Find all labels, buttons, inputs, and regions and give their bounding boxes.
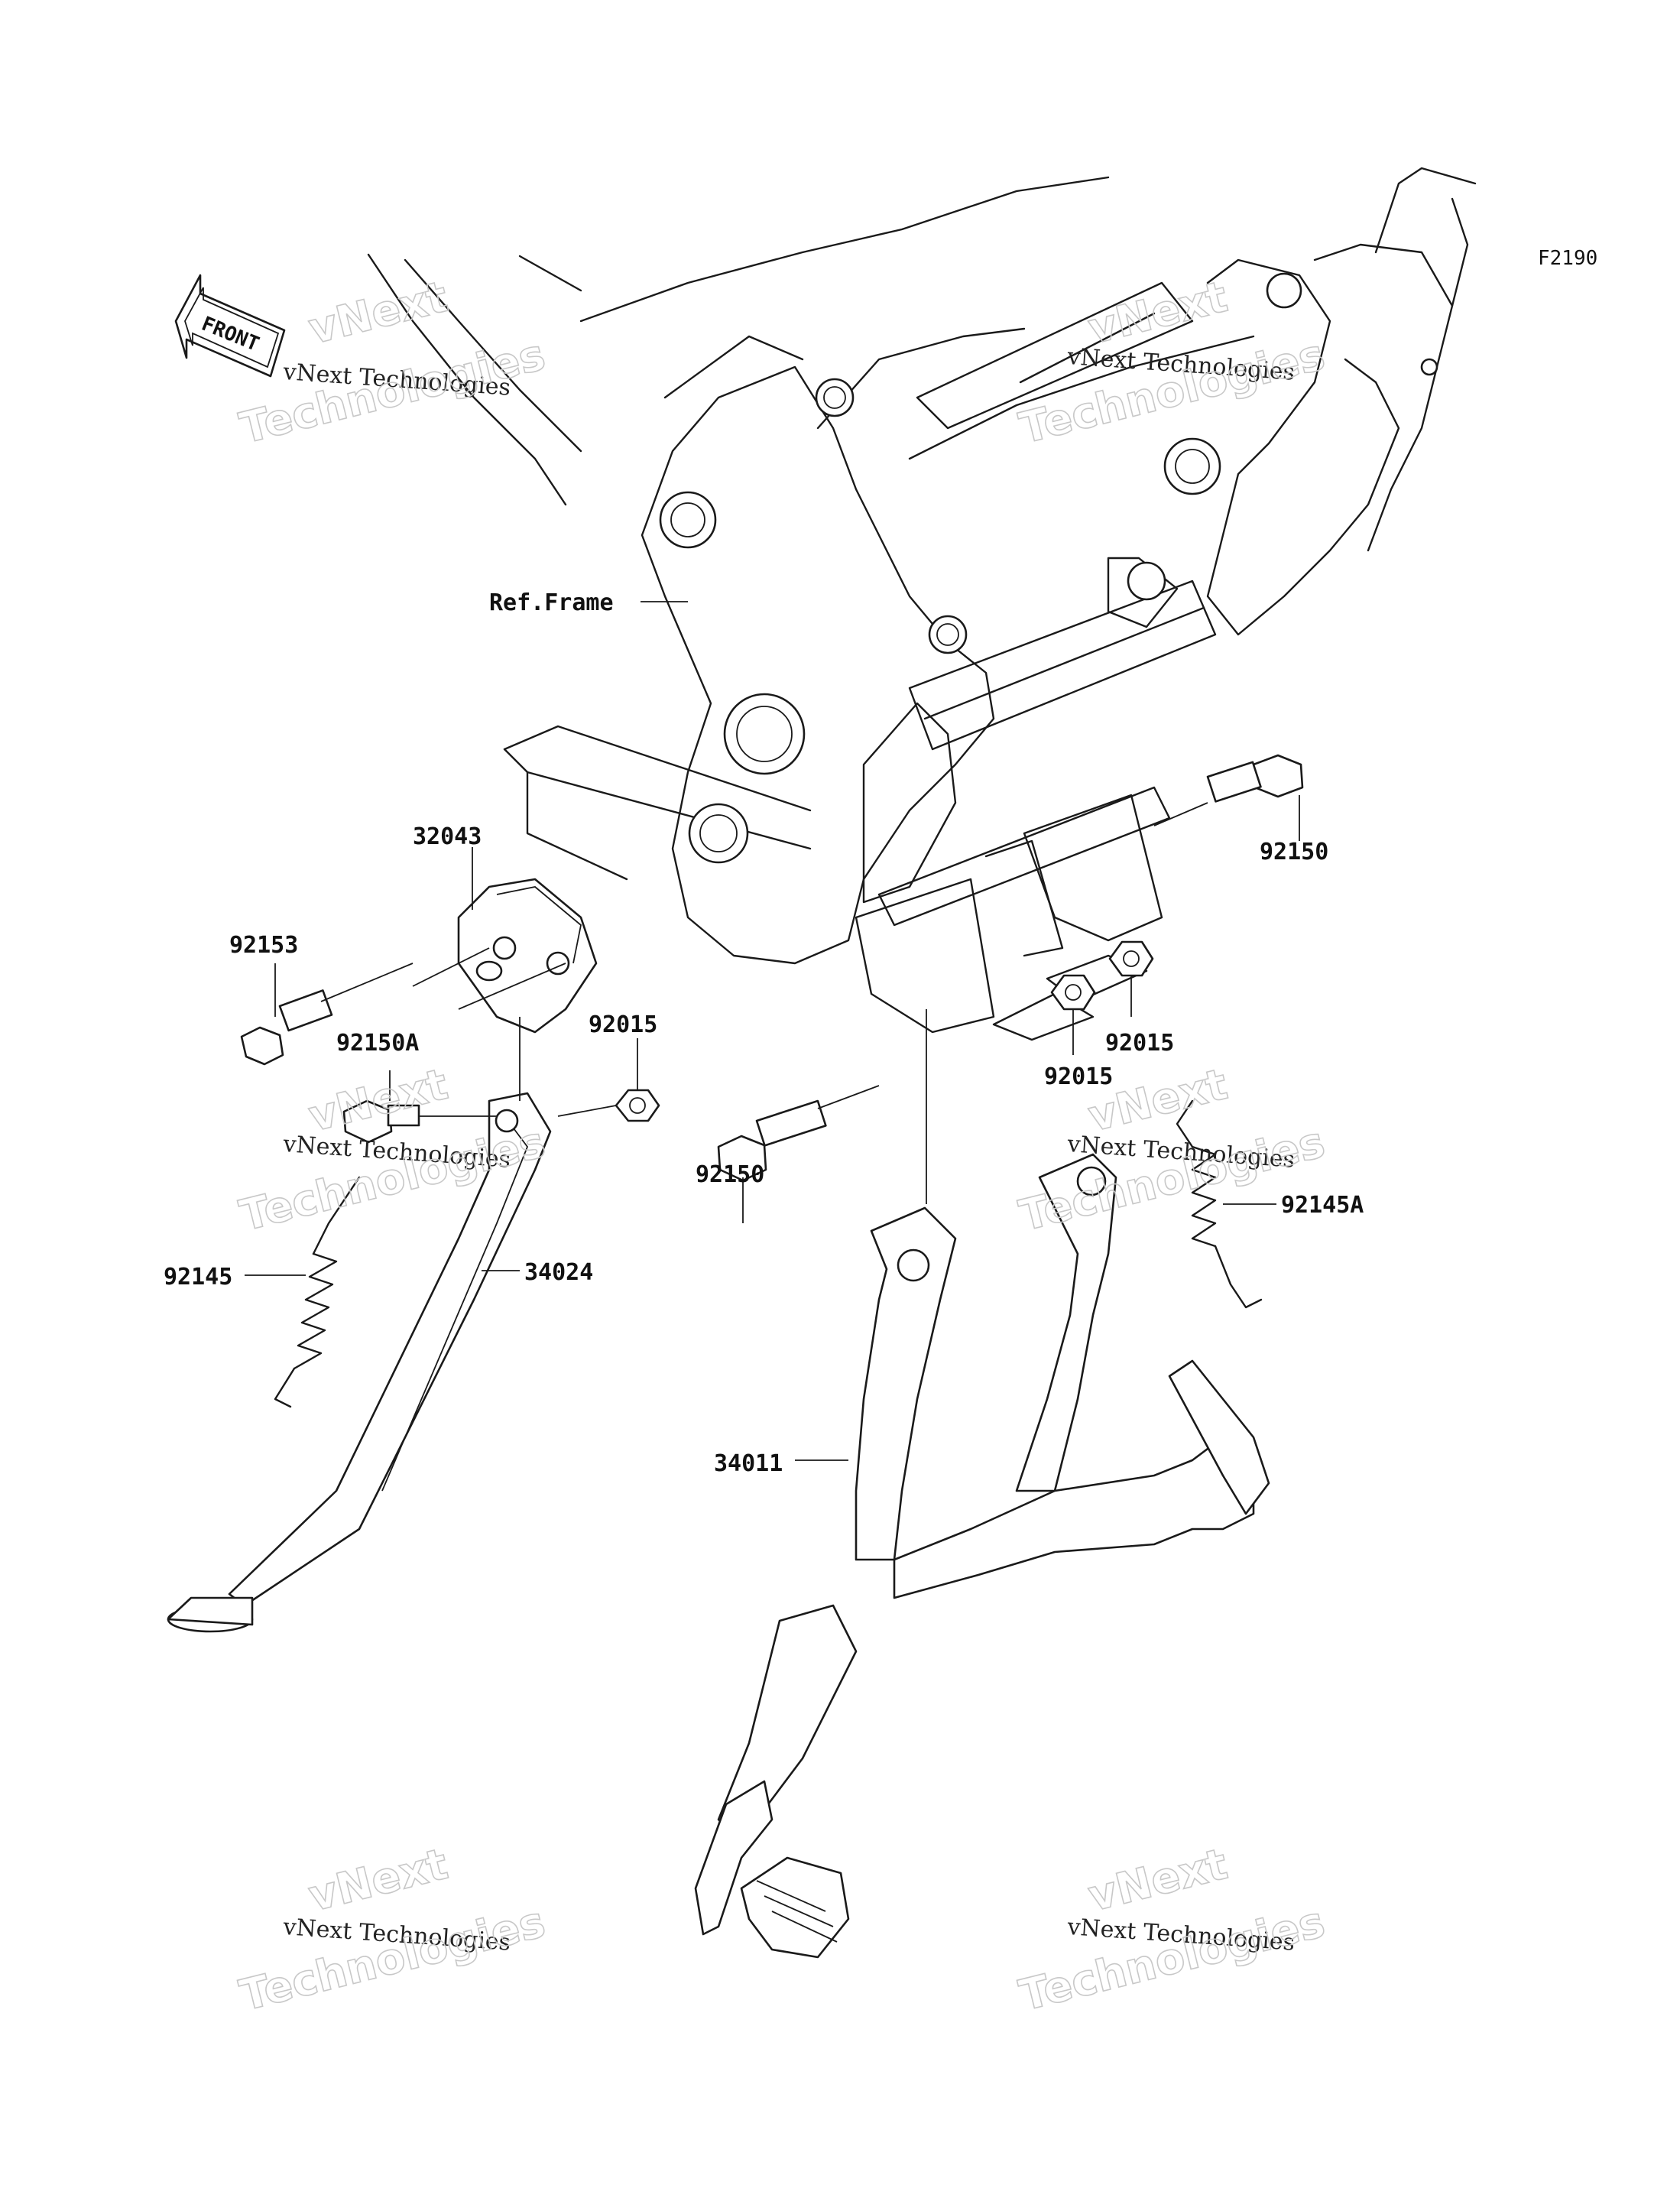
- svg-text:Technologies: Technologies: [235, 1898, 550, 2021]
- bracket-32043: [412, 878, 598, 1034]
- bolt-92153: [240, 963, 414, 1066]
- label-92150A: 92150A: [336, 1030, 419, 1057]
- center-stand-34011: [694, 1009, 1270, 1959]
- nut-92015-left: [557, 1089, 660, 1122]
- label-92015-left: 92015: [589, 1011, 657, 1038]
- label-32043: 32043: [413, 823, 482, 850]
- nut-92015-right-b: [1108, 940, 1154, 977]
- label-92015-right-a: 92015: [1105, 1030, 1174, 1057]
- label-92145A: 92145A: [1281, 1192, 1364, 1219]
- spring-92145: [274, 1176, 361, 1408]
- front-arrow-icon: FRONT: [174, 274, 286, 378]
- frame-holes: [659, 272, 1438, 864]
- side-stand-34024: [167, 1017, 552, 1633]
- label-34024: 34024: [524, 1259, 593, 1286]
- svg-text:Technologies: Technologies: [1015, 1898, 1330, 2021]
- spring-92145A: [1176, 1099, 1263, 1309]
- nut-92015-right-a: [1050, 974, 1096, 1011]
- frame-drawing: [367, 167, 1477, 1041]
- label-34011: 34011: [714, 1450, 783, 1477]
- part-labels: Ref.Frame 32043 92153 92150A 92015 92150…: [164, 589, 1364, 1477]
- bolt-92150-lower: [717, 1085, 880, 1182]
- svg-text:Technologies: Technologies: [1015, 330, 1330, 454]
- label-92153: 92153: [229, 932, 298, 959]
- svg-text:vNext: vNext: [304, 1839, 453, 1922]
- label-92150-lower: 92150: [696, 1161, 764, 1188]
- label-92150-right: 92150: [1260, 839, 1328, 865]
- watermark-bottom-right: vNext vNext Technologies Technologies: [1014, 1839, 1331, 2021]
- label-ref-frame: Ref.Frame: [489, 589, 614, 616]
- bolt-92150-right: [1153, 754, 1304, 826]
- label-92015-right-b: 92015: [1044, 1063, 1113, 1090]
- leader-lines: [245, 601, 1300, 1461]
- label-92145: 92145: [164, 1264, 232, 1291]
- figure-id: F2190: [1538, 247, 1597, 270]
- watermark-bottom-left: vNext vNext Technologies Technologies: [235, 1839, 551, 2021]
- svg-text:vNext: vNext: [1084, 1839, 1233, 1922]
- bolt-92150A: [342, 1099, 497, 1144]
